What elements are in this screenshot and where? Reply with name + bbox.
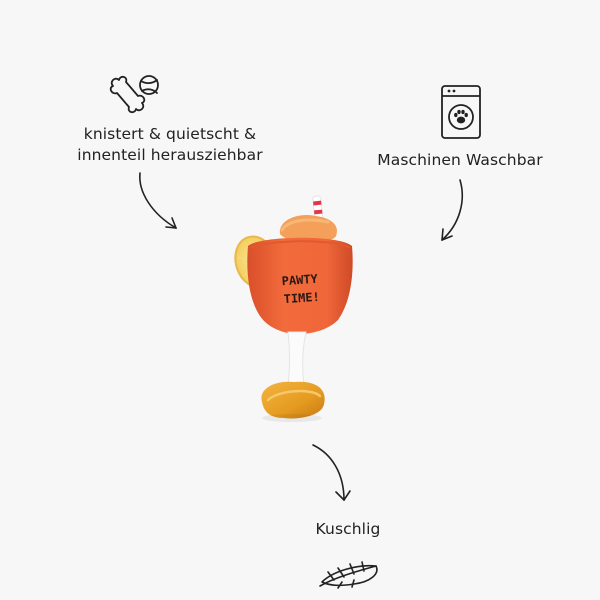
arrow-bottom-icon bbox=[312, 444, 351, 501]
product-plush-toy: PAWTY TIME! bbox=[234, 195, 353, 422]
glass-print-line2: TIME! bbox=[283, 290, 320, 306]
crinkle-feature-line2: innenteil herausziehbar bbox=[77, 146, 263, 164]
glass-foot bbox=[261, 381, 325, 419]
feather-icon bbox=[319, 561, 378, 589]
glass-print-line1: PAWTY bbox=[281, 272, 319, 289]
arrow-left-icon bbox=[139, 172, 177, 229]
cuddly-feature-label: Kuschlig bbox=[290, 519, 406, 540]
crinkle-feature-label: knistert & quietscht & innenteil herausz… bbox=[40, 124, 300, 166]
glass-body bbox=[247, 237, 353, 334]
washable-feature-text: Maschinen Waschbar bbox=[377, 151, 543, 169]
arrow-right-icon bbox=[441, 179, 464, 241]
crinkle-feature-line1: knistert & quietscht & bbox=[83, 125, 257, 143]
washable-feature-label: Maschinen Waschbar bbox=[362, 150, 558, 171]
washing-machine-paw-icon bbox=[441, 85, 481, 139]
bone-and-ball-icon bbox=[109, 75, 159, 114]
cuddly-feature-text: Kuschlig bbox=[315, 520, 381, 538]
